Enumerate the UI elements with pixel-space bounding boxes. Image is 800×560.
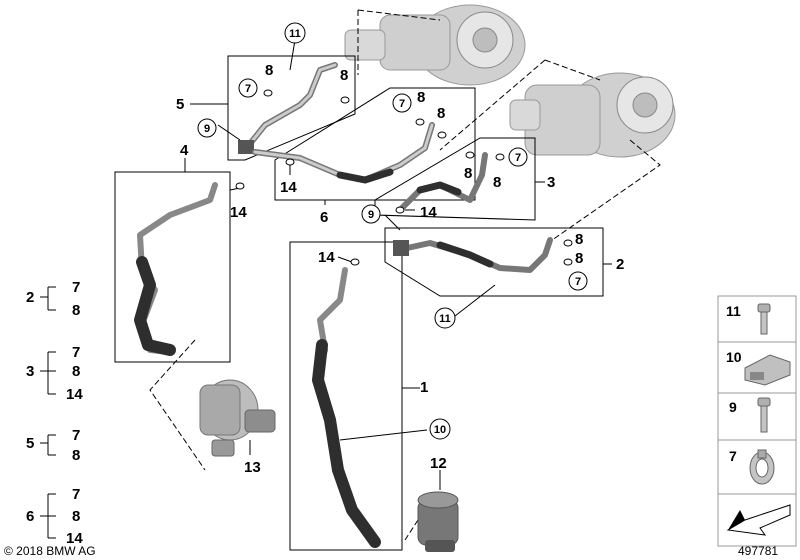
callout-6: 6 [320, 209, 328, 226]
turbocharger-lower [509, 72, 676, 158]
callout-9-b: 9 [361, 204, 381, 224]
callout-7-d: 7 [568, 271, 588, 291]
side-panel-11: 11 [726, 303, 741, 319]
hose-5 [242, 62, 338, 153]
callout-14-d: 14 [318, 249, 335, 266]
circled-callouts: 7 7 7 7 9 9 11 11 10 [197, 22, 588, 440]
callout-8-b: 8 [340, 67, 348, 84]
hoses [134, 62, 553, 548]
side-panel [717, 295, 797, 547]
svg-text:9: 9 [204, 123, 210, 135]
kit-legend-labels: 2 7 8 3 7 8 14 5 7 8 6 7 8 14 [26, 279, 83, 547]
svg-text:7: 7 [515, 152, 521, 164]
box-hose-3 [374, 137, 536, 221]
group-boxes [114, 55, 797, 551]
diagram-number: 497781 [738, 544, 778, 558]
callout-8-a: 8 [265, 62, 273, 79]
bolt-icon [757, 303, 771, 335]
legend-kit-6-sub-3: 14 [66, 530, 83, 547]
callout-11-a: 11 [284, 22, 306, 44]
banjo-bolt-icon [749, 449, 775, 485]
svg-text:9: 9 [368, 209, 374, 221]
legend-kit-3-sub-2: 8 [72, 363, 80, 380]
box-hose-1 [289, 241, 403, 551]
legend-kit-5: 5 [26, 435, 34, 452]
legend-kit-2-sub-2: 8 [72, 302, 80, 319]
arrow-icon [726, 504, 791, 536]
box-hose-2 [384, 227, 604, 297]
side-panel-10: 10 [726, 349, 742, 365]
callout-8-g: 8 [575, 231, 583, 248]
svg-text:11: 11 [289, 28, 301, 40]
electric-coolant-pump-12 [417, 491, 459, 552]
legend-kit-6: 6 [26, 508, 34, 525]
hose-2 [395, 237, 553, 273]
callout-7-a: 7 [238, 78, 258, 98]
callout-9-a: 9 [197, 118, 217, 138]
callout-8-c: 8 [417, 89, 425, 106]
hose-6 [252, 122, 435, 183]
svg-text:7: 7 [245, 83, 251, 95]
legend-kit-3: 3 [26, 363, 34, 380]
legend-kit-6-sub-2: 8 [72, 508, 80, 525]
callout-labels: 1 2 3 4 5 6 13 12 14 14 14 14 8 8 8 8 8 … [176, 62, 624, 476]
callout-8-f: 8 [493, 174, 501, 191]
turbocharger-upper [344, 4, 526, 86]
callout-14-c: 14 [420, 204, 437, 221]
copyright-text: © 2018 BMW AG [4, 544, 96, 558]
callout-8-h: 8 [575, 250, 583, 267]
hose-4 [137, 182, 218, 355]
turbo-dash-lines [149, 9, 661, 541]
legend-kit-3-sub-1: 7 [72, 344, 80, 361]
box-hose-6 [274, 87, 476, 201]
side-panel-items: 11 10 9 7 [726, 303, 791, 536]
callout-1: 1 [420, 379, 428, 396]
legend-kit-2-sub-1: 7 [72, 279, 80, 296]
callout-4: 4 [180, 142, 189, 159]
callout-8-e: 8 [464, 165, 472, 182]
leader-lines [184, 39, 612, 490]
callout-2: 2 [616, 256, 624, 273]
callout-10: 10 [429, 418, 451, 440]
electric-coolant-pump-13 [199, 379, 276, 457]
callout-3: 3 [547, 174, 555, 191]
legend-kit-5-sub-2: 8 [72, 447, 80, 464]
legend-kit-5-sub-1: 7 [72, 427, 80, 444]
svg-text:7: 7 [575, 276, 581, 288]
callout-14-b: 14 [280, 179, 297, 196]
box-hose-5 [227, 55, 356, 161]
kit-legend [40, 286, 56, 539]
legend-kit-2: 2 [26, 289, 34, 306]
callout-5: 5 [176, 96, 184, 113]
callout-7-b: 7 [392, 93, 412, 113]
callout-13: 13 [244, 459, 261, 476]
side-panel-7: 7 [729, 448, 737, 464]
callout-14-a: 14 [230, 204, 247, 221]
clamp-icon [744, 354, 791, 386]
svg-text:10: 10 [434, 424, 446, 436]
side-panel-9: 9 [729, 399, 737, 415]
seal-rings [235, 89, 573, 266]
legend-kit-6-sub-1: 7 [72, 486, 80, 503]
screw-icon [757, 397, 771, 433]
svg-text:7: 7 [399, 98, 405, 110]
legend-kit-3-sub-3: 14 [66, 386, 83, 403]
callout-7-c: 7 [508, 147, 528, 167]
callout-12: 12 [430, 455, 447, 472]
callout-8-d: 8 [437, 105, 445, 122]
box-hose-4 [114, 171, 231, 363]
callout-11-b: 11 [434, 307, 456, 329]
svg-text:11: 11 [439, 313, 451, 325]
